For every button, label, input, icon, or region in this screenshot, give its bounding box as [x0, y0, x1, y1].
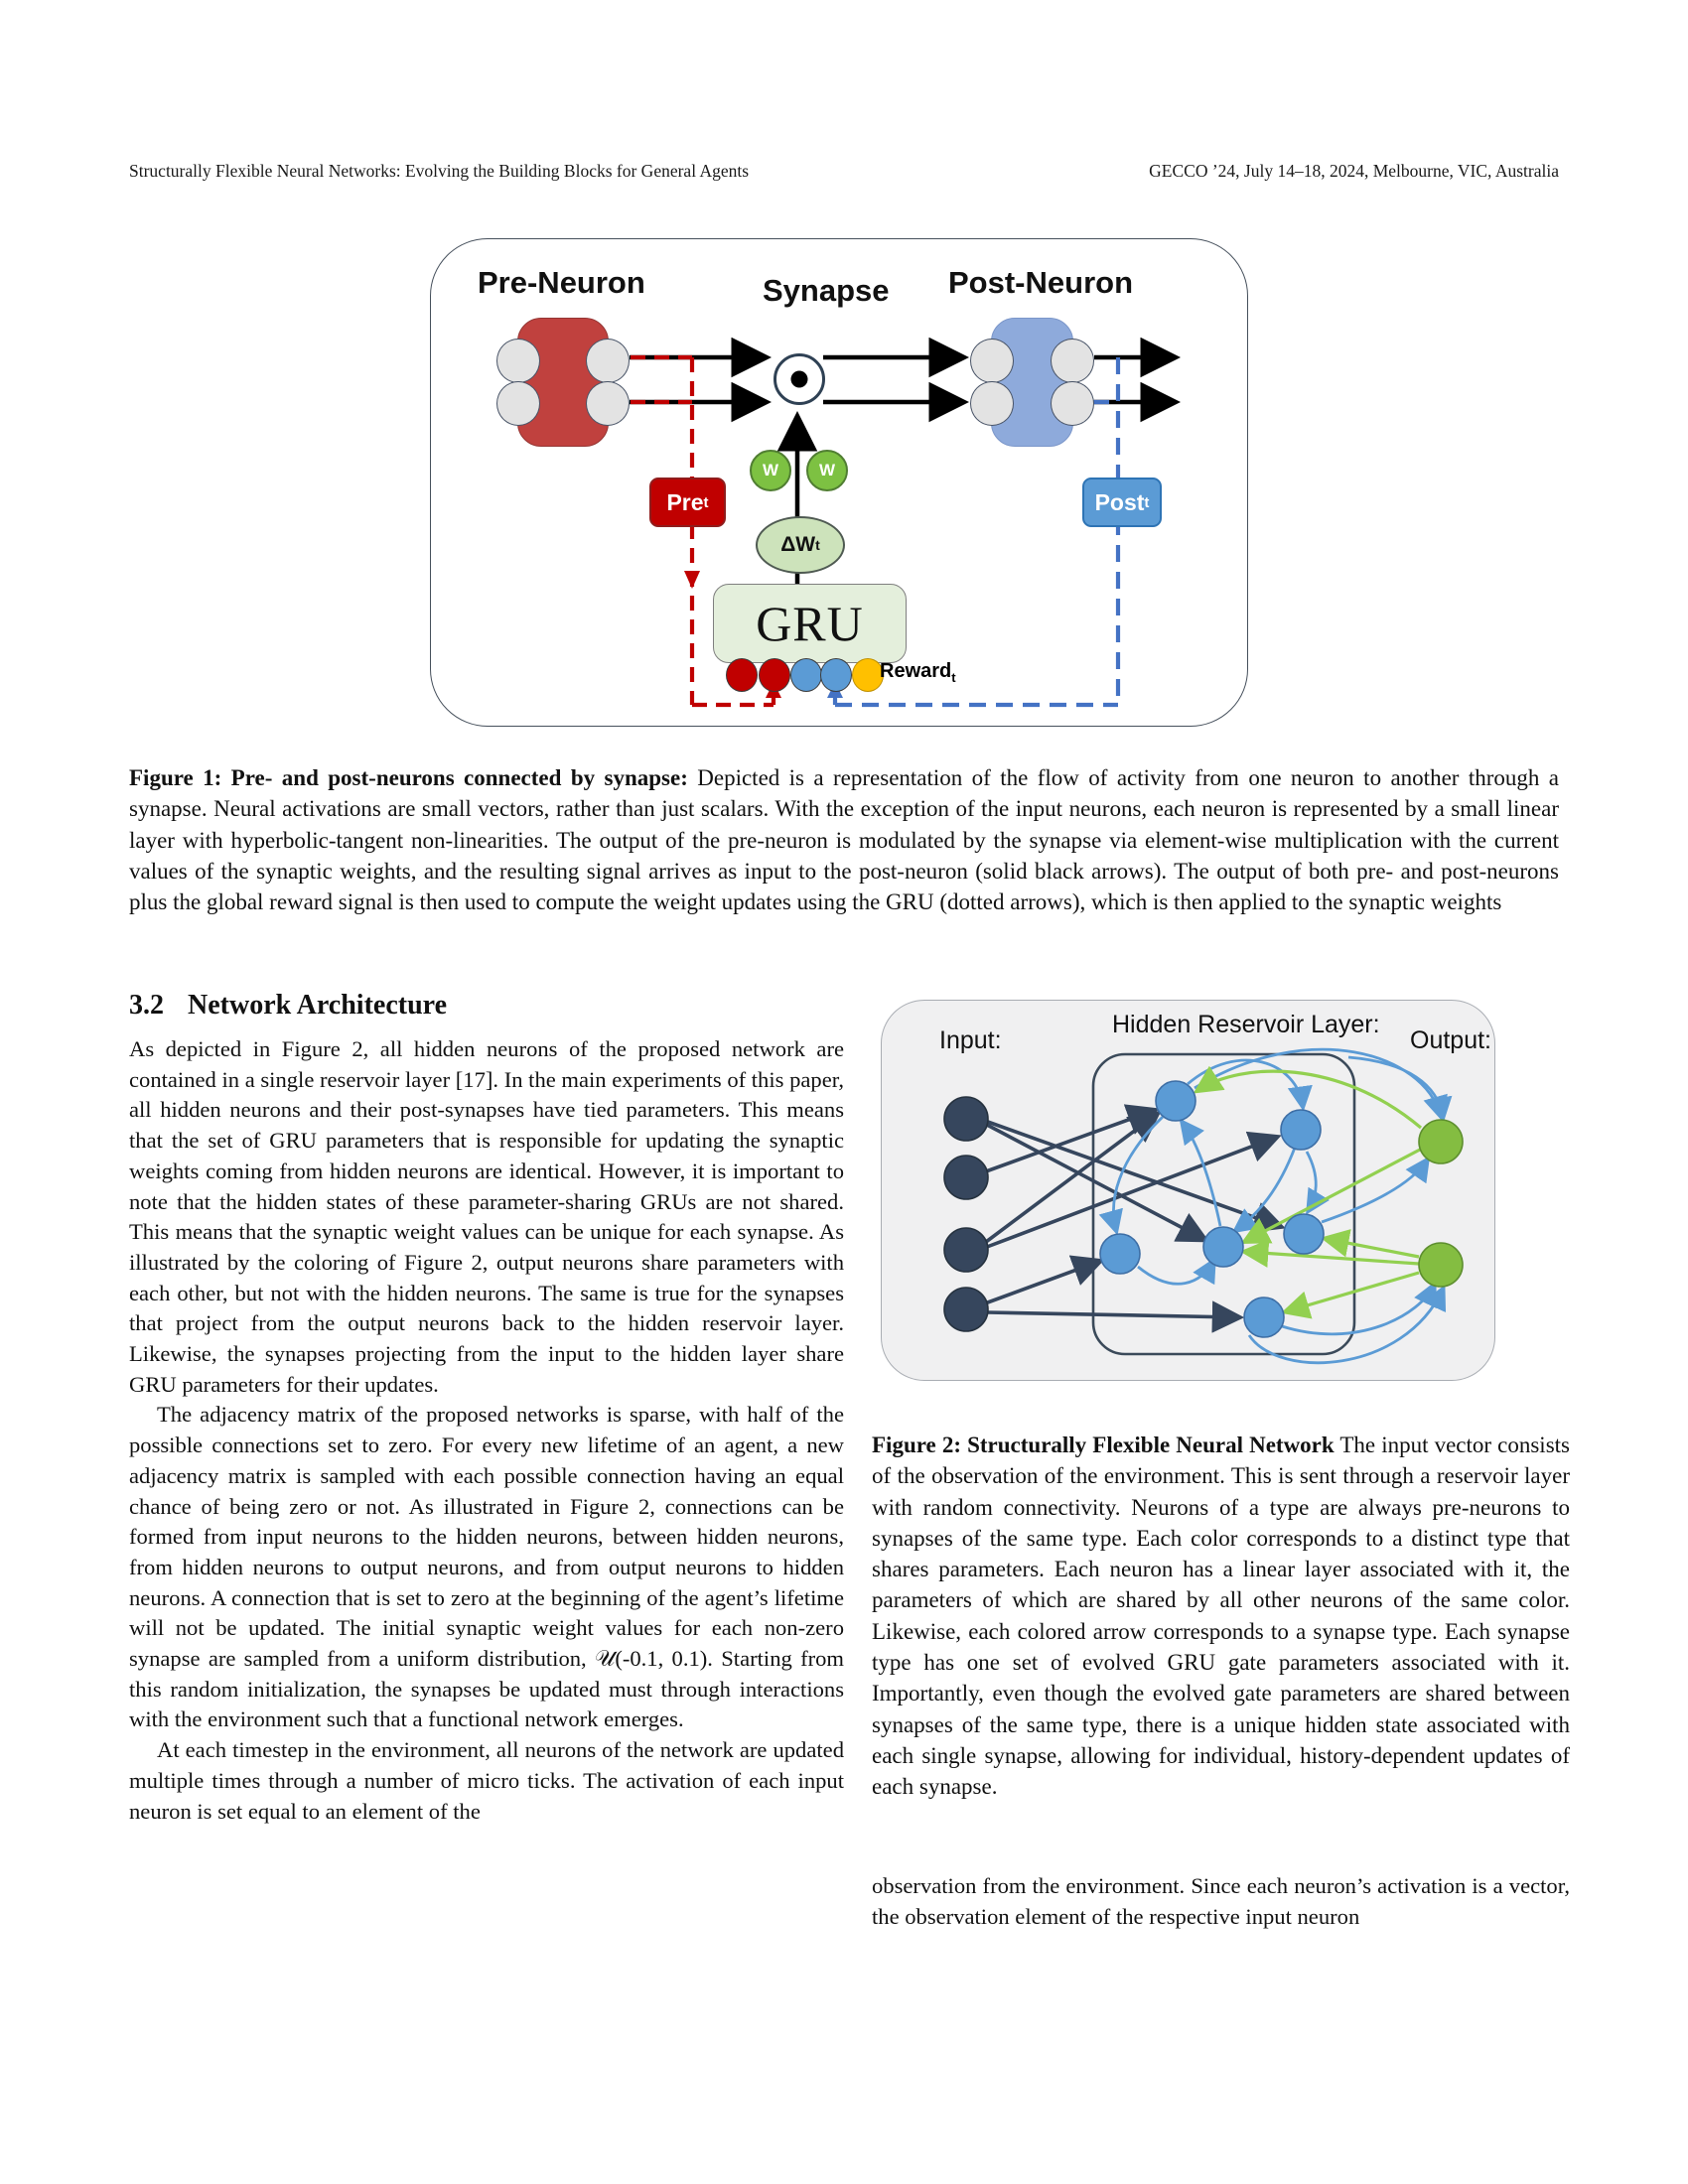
pre-neuron-unit — [496, 339, 540, 383]
section-number: 3.2 — [129, 990, 164, 1021]
post-neuron-unit — [1051, 339, 1094, 383]
gru-box: GRU — [713, 584, 907, 663]
figure2-caption-body: The input vector consists of the observa… — [872, 1433, 1570, 1800]
weight-circle-right: W — [806, 450, 848, 491]
hidden-reservoir-label: Hidden Reservoir Layer: — [1112, 1011, 1380, 1038]
output-synapse-arrows — [1193, 1065, 1423, 1319]
pre-neuron-block — [517, 318, 609, 447]
figure1-caption: Figure 1: Pre- and post-neurons connecte… — [129, 762, 1559, 917]
body-paragraph: observation from the environment. Since … — [872, 1873, 1570, 1929]
input-neurons — [943, 1096, 989, 1332]
output-label: Output: — [1410, 1026, 1491, 1054]
header-paper-title: Structurally Flexible Neural Networks: E… — [129, 161, 750, 181]
input-label: Input: — [939, 1026, 1002, 1054]
hidden-synapse-arrows — [1098, 1047, 1453, 1365]
section-title: Network Architecture — [188, 990, 447, 1021]
red-down-arrowhead — [684, 571, 700, 589]
weight-circle-left: W — [750, 450, 791, 491]
gru-input-dot-blue — [790, 658, 822, 692]
figure1-caption-lead: Figure 1: Pre- and post-neurons connecte… — [129, 765, 688, 790]
running-header: Structurally Flexible Neural Networks: E… — [129, 161, 1559, 182]
reward-label: Rewardt — [880, 660, 956, 685]
post-neuron-unit — [970, 381, 1014, 426]
synapse-multiply-icon — [774, 353, 825, 405]
figure2-diagram: Input: Hidden Reservoir Layer: Output: — [881, 1000, 1495, 1381]
gru-input-dot-reward — [852, 658, 884, 692]
input-synapse-arrows — [984, 1104, 1286, 1333]
post-neuron-unit — [1051, 381, 1094, 426]
pre-neuron-unit — [586, 381, 630, 426]
post-neuron-label: Post-Neuron — [948, 265, 1133, 300]
body-paragraph: At each timestep in the environment, all… — [129, 1737, 844, 1824]
header-conference-info: GECCO ’24, July 14–18, 2024, Melbourne, … — [1149, 161, 1559, 181]
figure2-network-layer — [943, 1047, 1464, 1365]
post-neuron-unit — [970, 339, 1014, 383]
synapse-label: Synapse — [763, 273, 890, 308]
gru-input-dot-red — [759, 658, 790, 692]
body-paragraph: As depicted in Figure 2, all hidden neur… — [129, 1036, 844, 1397]
body-paragraph: The adjacency matrix of the proposed net… — [129, 1402, 844, 1732]
figure1-caption-body: Depicted is a representation of the flow… — [129, 765, 1559, 915]
pre-neuron-label: Pre-Neuron — [478, 265, 645, 300]
gru-input-dot-red — [726, 658, 758, 692]
pre-neuron-unit — [586, 339, 630, 383]
left-column-text: As depicted in Figure 2, all hidden neur… — [129, 1034, 844, 1827]
hidden-neurons — [1099, 1080, 1325, 1338]
gru-input-dot-blue — [820, 658, 852, 692]
reservoir-boundary — [1091, 1052, 1356, 1356]
output-neurons — [1418, 1119, 1464, 1288]
figure2-caption: Figure 2: Structurally Flexible Neural N… — [872, 1430, 1570, 1803]
pre-neuron-unit — [496, 381, 540, 426]
section-heading: 3.2 Network Architecture — [129, 990, 447, 1022]
figure2-caption-lead: Figure 2: Structurally Flexible Neural N… — [872, 1433, 1335, 1457]
right-column-text: observation from the environment. Since … — [872, 1871, 1570, 1932]
post-neuron-block — [991, 318, 1073, 447]
